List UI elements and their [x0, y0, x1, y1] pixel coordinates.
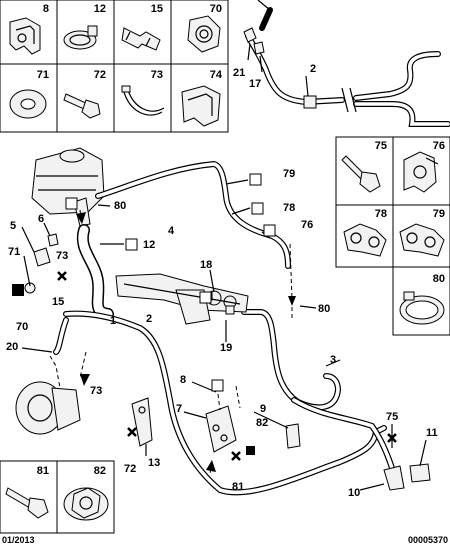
callout-6: 6: [38, 213, 44, 225]
callout-18: 18: [200, 259, 212, 271]
inset-label: 74: [210, 69, 223, 81]
inset-label: 75: [375, 140, 387, 152]
callout-1: 1: [110, 315, 116, 327]
callout-73: 73: [90, 385, 102, 397]
callout-79: 79: [283, 168, 295, 180]
callout-13: 13: [148, 457, 160, 469]
callout-4: 4: [168, 225, 175, 237]
callout-7: 7: [176, 403, 182, 415]
inset-label: 76: [433, 140, 445, 152]
inset-label: 73: [151, 69, 163, 81]
inset-label: 71: [37, 69, 49, 81]
callout-80: 80: [114, 200, 126, 212]
washer-icon: [9, 89, 47, 119]
callout-81: 81: [232, 481, 244, 493]
callout-11: 11: [426, 427, 438, 439]
callout-20: 20: [6, 341, 18, 353]
callout-10: 10: [348, 487, 360, 499]
leader-lines: [21, 179, 427, 491]
callout-78: 78: [283, 202, 295, 214]
arrowheads: [76, 212, 296, 472]
inset-label: 15: [151, 3, 163, 15]
footer-reference: 00005370: [408, 535, 448, 545]
callout-73: 73: [56, 250, 68, 262]
callout-2: 2: [146, 313, 152, 325]
hose-lines: [53, 160, 395, 496]
callout-21: 21: [233, 67, 245, 79]
callout-71: 71: [8, 246, 20, 258]
inset-label: 72: [94, 69, 106, 81]
inset-label: 12: [94, 3, 106, 15]
double-clip-icon: [343, 223, 387, 257]
callout-82: 82: [256, 417, 268, 429]
callout-9: 9: [260, 403, 266, 415]
cable-tie-icon: [121, 85, 165, 116]
inset-label: 82: [94, 465, 106, 477]
pipe-clip-icon: [403, 151, 439, 193]
callout-17: 17: [249, 78, 261, 90]
footer-date: 01/2013: [2, 535, 35, 545]
hose-clamp-icon: [63, 25, 98, 50]
inset-label: 78: [375, 208, 387, 220]
power-steering-pump: [15, 355, 81, 435]
inset-label: 70: [210, 3, 222, 15]
callout-5: 5: [10, 220, 16, 232]
callout-72: 72: [124, 463, 136, 475]
inset-label: 79: [433, 208, 445, 220]
bolt-icon: [5, 487, 49, 519]
inset-label: 81: [37, 465, 49, 477]
inset-bottom-grid: 81 82: [0, 460, 115, 534]
top-pipe-assembly: [243, 0, 450, 127]
callout-8: 8: [180, 374, 186, 386]
callout-75: 75: [386, 411, 398, 423]
screw-icon: [341, 155, 381, 193]
callout-12: 12: [143, 239, 155, 251]
flange-nut-icon: [63, 487, 109, 521]
inset-right-grid: 75 76 78 79 80: [335, 136, 450, 336]
inset-top-grid: 8 12 15 70 71 72 73 74: [0, 0, 229, 133]
reference-squares: [65, 173, 276, 392]
callout-80: 80: [318, 303, 330, 315]
connector-icon: [121, 27, 161, 51]
pipe-clip-icon: [9, 17, 41, 55]
callout-3: 3: [330, 354, 336, 366]
callout-76: 76: [301, 219, 313, 231]
callout-15: 15: [52, 296, 64, 308]
nut-icon: [187, 15, 221, 53]
double-clip-icon: [399, 223, 445, 257]
callout-19: 19: [220, 342, 232, 354]
steering-rack: [115, 273, 249, 325]
bracket-clip-icon: [181, 85, 221, 127]
callout-2-top: 2: [310, 63, 316, 75]
band-clamp-icon: [399, 291, 445, 325]
small-parts: [12, 233, 431, 491]
inset-label: 8: [43, 3, 49, 15]
cross-marks: [57, 271, 397, 461]
fluid-reservoir: [31, 147, 105, 227]
callout-70: 70: [16, 321, 28, 333]
inset-label: 80: [433, 273, 445, 285]
bolt-icon: [63, 93, 101, 119]
dashed-leaders: [79, 209, 293, 475]
